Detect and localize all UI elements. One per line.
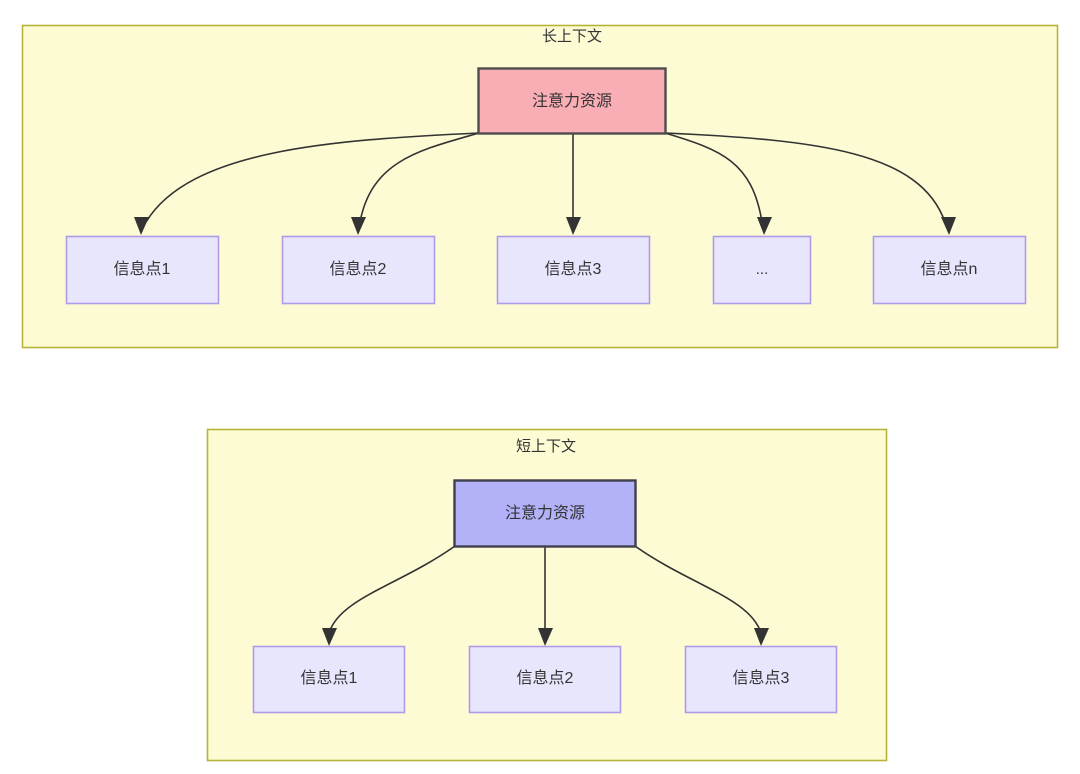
node-info-point-s1-label: 信息点1 (301, 669, 358, 687)
node-attention-long-box[interactable] (477, 67, 667, 135)
node-attention-short-label: 注意力资源 (505, 503, 585, 522)
node-info-point-n[interactable]: 信息点n (872, 235, 1027, 305)
node-info-point-1-label: 信息点1 (114, 260, 171, 278)
node-info-point-1-box[interactable] (65, 235, 220, 305)
node-info-point-s2-label: 信息点2 (517, 669, 574, 687)
node-info-point-ellipsis[interactable]: ... (712, 235, 812, 305)
node-info-point-n-box[interactable] (872, 235, 1027, 305)
edge-to-info-point-s1 (328, 545, 456, 634)
edge-to-info-point-n (664, 132, 946, 223)
node-info-point-s3-label: 信息点3 (733, 669, 790, 687)
node-info-point-3-label: 信息点3 (545, 260, 602, 278)
group-short-context: 短上下文 注意力资源 信息点1 (206, 428, 888, 762)
edge-to-info-point-s3 (634, 545, 762, 634)
node-info-point-2[interactable]: 信息点2 (281, 235, 436, 305)
node-info-point-3[interactable]: 信息点3 (496, 235, 651, 305)
node-info-point-ellipsis-label: ... (756, 261, 769, 278)
node-info-point-s1-box[interactable] (252, 645, 406, 714)
arrowhead-info-point-1 (134, 217, 149, 235)
arrowhead-info-point-s1 (322, 628, 337, 646)
arrowhead-info-point-2 (351, 217, 366, 235)
edge-to-info-point-ellipsis (664, 132, 763, 223)
arrowhead-info-point-s3 (754, 628, 769, 646)
arrowhead-info-point-ellipsis (757, 217, 772, 235)
node-attention-short-box[interactable] (453, 479, 637, 548)
edges-short-context (322, 545, 769, 646)
node-info-point-s2-box[interactable] (468, 645, 622, 714)
node-info-point-2-box[interactable] (281, 235, 436, 305)
node-info-point-ellipsis-box[interactable] (712, 235, 812, 305)
arrowhead-info-point-n (941, 217, 956, 235)
node-info-point-3-box[interactable] (496, 235, 651, 305)
node-attention-long[interactable]: 注意力资源 (477, 67, 667, 135)
edges-long-context (134, 132, 956, 235)
edge-to-info-point-1 (145, 132, 480, 223)
arrowhead-info-point-s2 (538, 628, 553, 646)
edge-to-info-point-2 (359, 132, 480, 223)
group-title-short-context: 短上下文 (516, 438, 576, 455)
node-info-point-s3[interactable]: 信息点3 (684, 645, 838, 714)
node-info-point-s1[interactable]: 信息点1 (252, 645, 406, 714)
group-long-context: 长上下文 注意 (21, 24, 1059, 349)
node-attention-short[interactable]: 注意力资源 (453, 479, 637, 548)
node-info-point-1[interactable]: 信息点1 (65, 235, 220, 305)
node-info-point-s3-box[interactable] (684, 645, 838, 714)
node-attention-long-label: 注意力资源 (532, 91, 612, 110)
group-title-long-context: 长上下文 (542, 28, 602, 45)
node-info-point-n-label: 信息点n (921, 260, 978, 278)
arrowhead-info-point-3 (566, 217, 581, 235)
node-info-point-2-label: 信息点2 (330, 260, 387, 278)
node-info-point-s2[interactable]: 信息点2 (468, 645, 622, 714)
